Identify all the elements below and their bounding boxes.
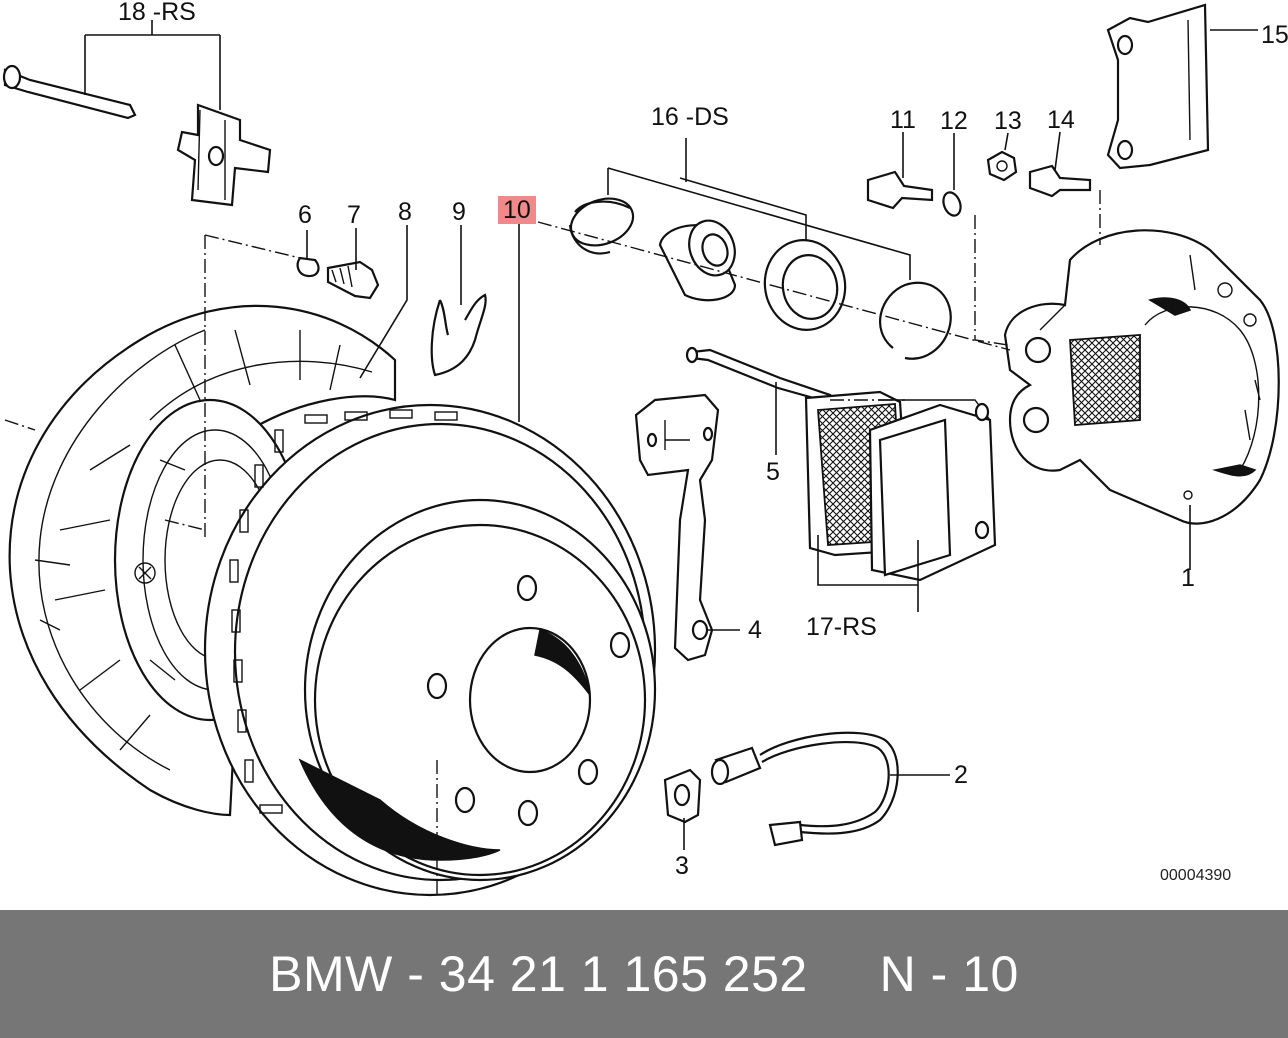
sensor-clip-part-3 [663,768,702,824]
bolt-part-11 [866,170,934,210]
label-1: 1 [1181,564,1195,592]
bolt-part-7 [326,260,380,300]
washer-part-12 [942,191,962,217]
label-15: 15 [1261,21,1288,49]
label-10-highlight [498,196,536,224]
caliper-part-1 [1003,229,1280,525]
part-labels: 18 -RS 6 7 8 9 10 16 -DS 11 12 13 14 15 … [118,0,1288,884]
label-6: 6 [298,201,312,229]
bleeder-part-14 [1028,164,1092,198]
part-number-footer: BMW - 34 21 1 165 252 N - 10 [0,910,1288,1038]
seal-kit-part-16 [568,197,952,360]
clip-part-6 [296,256,320,278]
nut-part-13 [986,150,1018,182]
exploded-parts-diagram: 18 -RS 6 7 8 9 10 16 -DS 11 12 13 14 15 … [2,0,1288,897]
brake-pads-part-17 [804,390,997,582]
label-4: 4 [748,616,762,644]
label-16: 16 -DS [651,103,729,131]
label-11: 11 [890,106,916,134]
label-14: 14 [1047,106,1075,134]
disc-lug-holes [426,574,631,827]
label-5: 5 [766,458,780,486]
label-8: 8 [398,198,412,226]
label-12: 12 [940,107,968,135]
label-2: 2 [954,761,968,789]
label-10: 10 [503,196,531,224]
label-13: 13 [994,107,1022,135]
spring-clip-part-9 [430,293,487,377]
label-7: 7 [347,201,361,229]
leader-lines [84,20,1258,850]
label-17: 17-RS [806,613,877,641]
assembly-axis-lines [4,190,1101,895]
guide-pin-bracket-part-18 [2,64,272,207]
disc-vent-slots [229,409,458,814]
pad-pin-part-5 [685,346,832,404]
wear-sensor-part-2 [710,731,899,847]
label-18: 18 -RS [118,0,196,26]
brake-disc-part-10 [203,403,657,897]
label-9: 9 [452,198,466,226]
shim-plate-part-15 [1106,3,1210,170]
diagram-reference-number: 00004390 [1160,867,1231,884]
label-3: 3 [675,852,689,880]
footer-part-number-text: BMW - 34 21 1 165 252 N - 10 [269,946,1019,1002]
